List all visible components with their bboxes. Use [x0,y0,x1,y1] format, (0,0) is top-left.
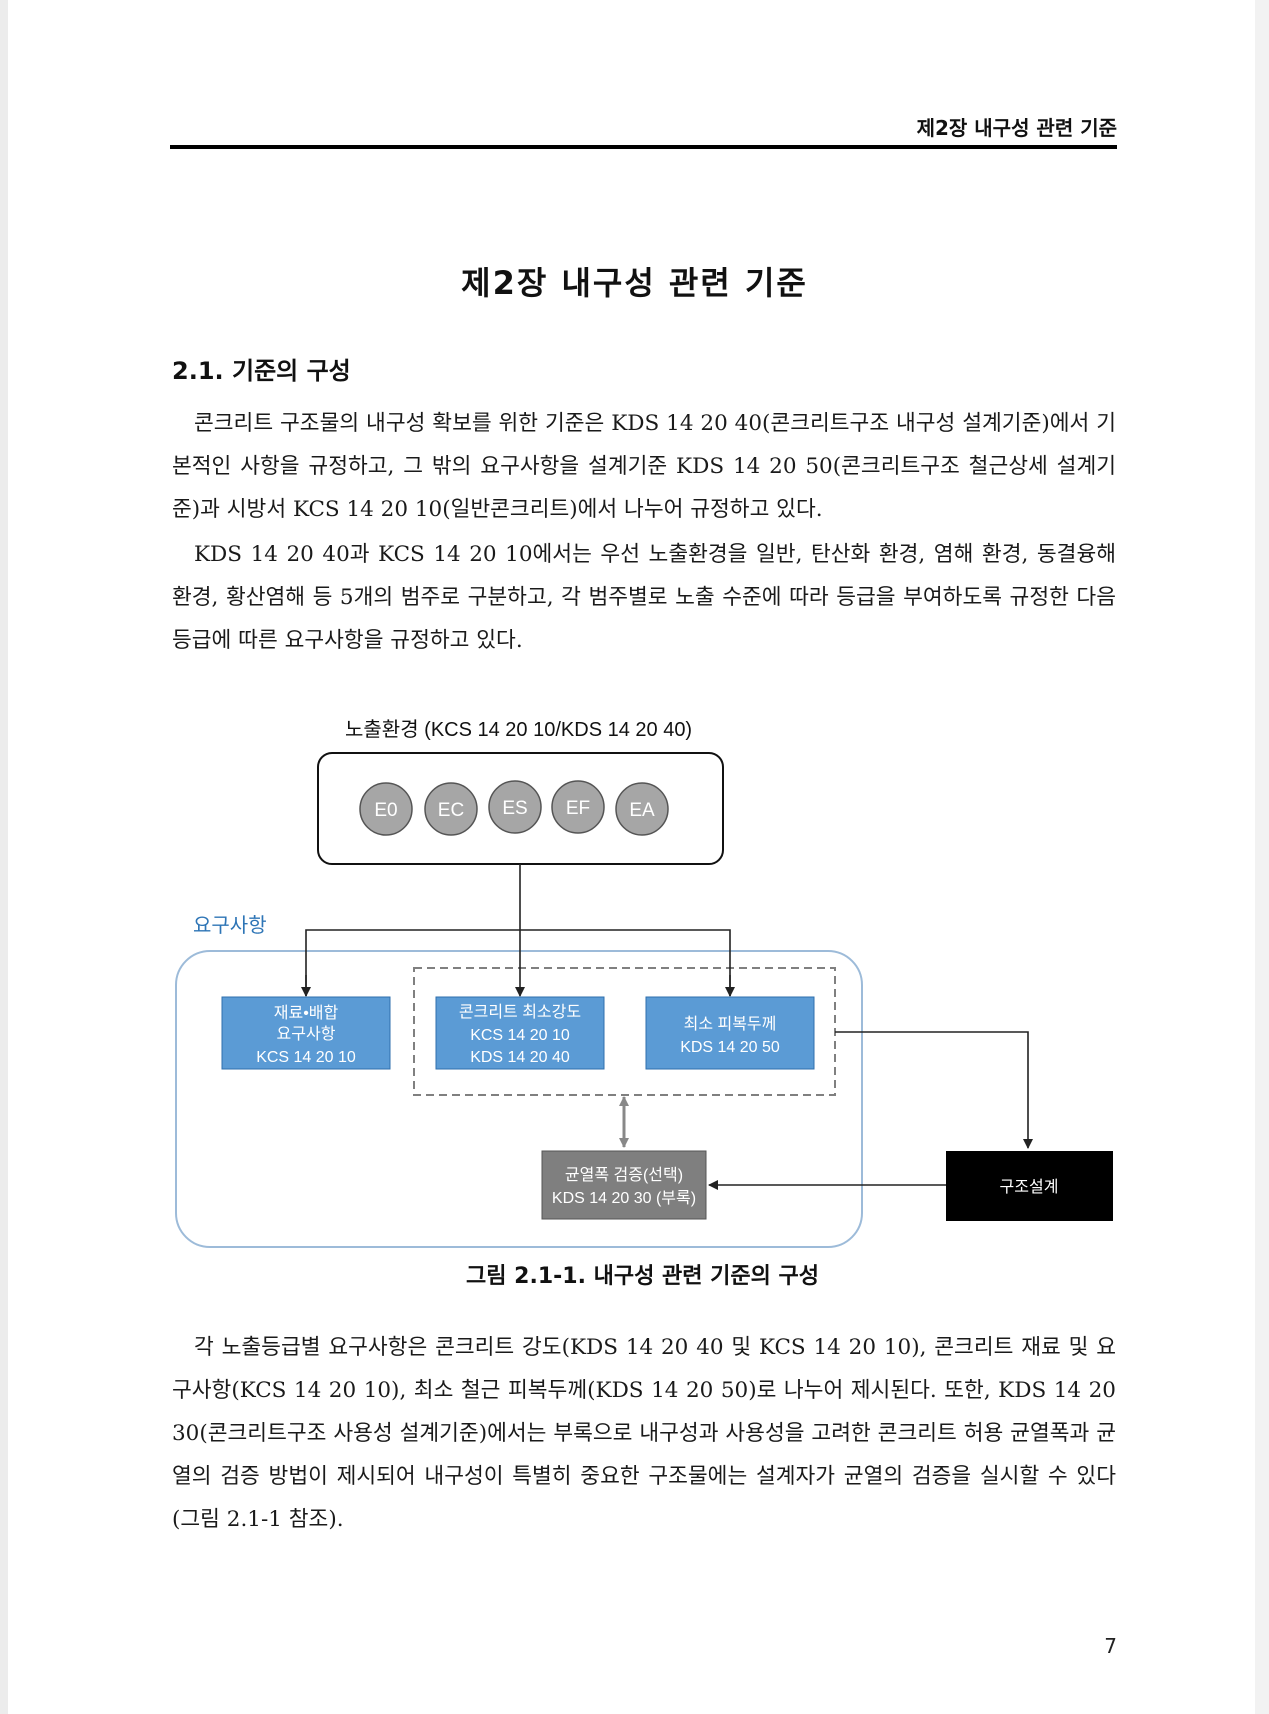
section-heading: 2.1. 기준의 구성 [172,357,351,385]
svg-text:최소 피복두께: 최소 피복두께 [684,1015,777,1033]
structural-design-box: 구조설계 [946,1151,1113,1221]
body-paragraph-2: KDS 14 20 40과 KCS 14 20 10에서는 우선 노출환경을 일… [172,542,1116,653]
exposure-class-ec: EC [424,782,478,836]
requirements-label: 요구사항 [193,914,267,937]
svg-text:콘크리트 최소강도: 콘크리트 최소강도 [459,1003,581,1021]
running-head: 제2장 내구성 관련 기준 [916,116,1117,140]
svg-text:EA: EA [629,800,655,821]
figure-caption: 그림 2.1-1. 내구성 관련 기준의 구성 [466,1264,819,1289]
exposure-connectors [301,864,735,997]
exposure-class-ea: EA [615,782,669,836]
svg-text:KCS 14 20 10: KCS 14 20 10 [256,1049,356,1066]
exposure-class-es: ES [488,780,542,834]
page-number: 7 [1104,1634,1117,1658]
durability-diagram: 노출환경 (KCS 14 20 10/KDS 14 20 40) E0 EC E… [175,718,1113,1248]
body-paragraph-3: 각 노출등급별 요구사항은 콘크리트 강도(KDS 14 20 40 및 KCS… [172,1335,1116,1532]
svg-text:KDS 14 20 40: KDS 14 20 40 [470,1049,570,1066]
page-edge-right [1255,0,1269,1714]
chapter-title: 제2장 내구성 관련 기준 [461,264,808,302]
min-strength-box: 콘크리트 최소강도 KCS 14 20 10 KDS 14 20 40 [435,996,605,1070]
svg-text:EC: EC [438,800,464,821]
header-rule [170,145,1117,149]
svg-text:KDS 14 20 30 (부록): KDS 14 20 30 (부록) [552,1189,696,1207]
design-connectors [708,1031,1033,1190]
exposure-label: 노출환경 (KCS 14 20 10/KDS 14 20 40) [345,718,692,741]
exposure-class-ef: EF [551,780,605,834]
crack-width-box: 균열폭 검증(선택) KDS 14 20 30 (부록) [541,1150,707,1220]
min-cover-box: 최소 피복두께 KDS 14 20 50 [645,996,815,1070]
exposure-class-e0: E0 [359,782,413,836]
svg-text:E0: E0 [374,800,397,821]
svg-text:균열폭 검증(선택): 균열폭 검증(선택) [565,1166,683,1184]
svg-text:KCS 14 20 10: KCS 14 20 10 [470,1027,570,1044]
svg-text:재료•배합: 재료•배합 [274,1004,339,1022]
svg-text:요구사항: 요구사항 [277,1025,336,1043]
svg-text:EF: EF [566,798,590,819]
body-paragraph-1: 콘크리트 구조물의 내구성 확보를 위한 기준은 KDS 14 20 40(콘크… [172,411,1116,522]
svg-text:ES: ES [502,798,527,819]
requirements-container [175,950,863,1248]
svg-text:KDS 14 20 50: KDS 14 20 50 [680,1039,780,1056]
page-edge-left [0,0,8,1714]
svg-text:구조설계: 구조설계 [1000,1178,1059,1196]
material-mix-box: 재료•배합 요구사항 KCS 14 20 10 [221,996,391,1070]
